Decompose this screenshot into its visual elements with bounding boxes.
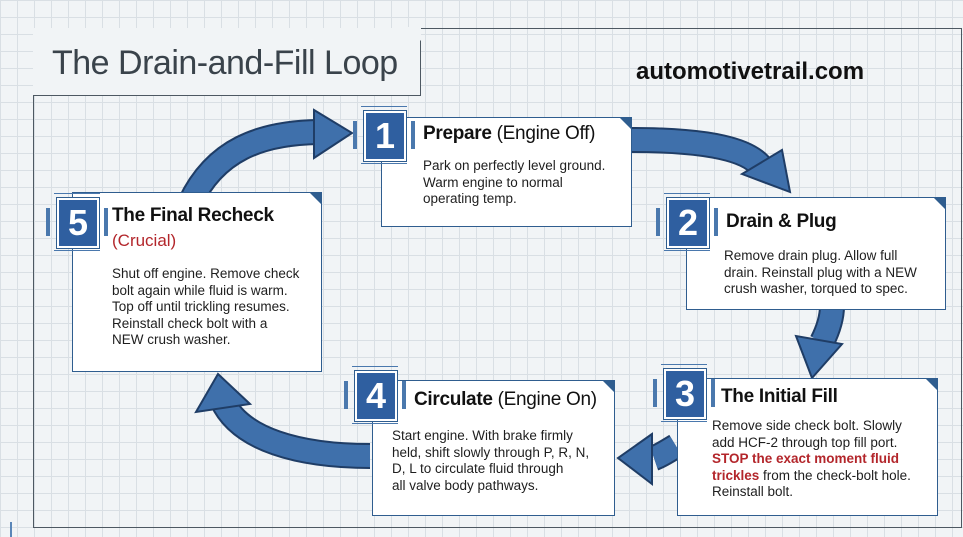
step-5-line: Shut off engine. Remove check: [112, 266, 300, 281]
step-2-line: Remove drain plug. Allow full: [724, 248, 898, 263]
step-2-line: drain. Reinstall plug with a NEW: [724, 264, 917, 280]
step-2-card: [686, 197, 946, 310]
step-5-title: The Final Recheck: [112, 205, 274, 227]
arrow-2-to-3: [794, 305, 845, 380]
step-1-bracket: [353, 106, 415, 164]
step-1-badge: 1: [363, 110, 407, 162]
step-1-line: Park on perfectly level ground.: [423, 158, 606, 173]
step-4-title-text: Circulate: [414, 389, 493, 410]
step-2-title-text: Drain & Plug: [726, 211, 837, 232]
step-4-line: Start engine. With brake firmly: [392, 428, 573, 443]
site-watermark: automotivetrail.com: [636, 58, 865, 85]
step-3-after-warning: from the check-bolt hole.: [759, 467, 911, 483]
step-4-card: [372, 380, 615, 516]
step-5-line: Reinstall check bolt with a: [112, 315, 268, 331]
step-1-subtitle: (Engine Off): [496, 123, 596, 144]
step-1-card: [381, 117, 632, 227]
step-3-tail: Reinstall bolt.: [712, 484, 794, 499]
step-5-body: Shut off engine. Remove check bolt again…: [112, 266, 299, 349]
arrow-3-to-4: [616, 432, 683, 487]
step-4-title: Circulate (Engine On): [414, 389, 597, 411]
step-3-warning: STOP the exact moment fluid: [712, 451, 900, 466]
step-5-line: bolt again while fluid is warm.: [112, 282, 288, 298]
arrow-1-to-2: [631, 127, 792, 194]
step-3-bracket: [653, 364, 715, 422]
step-5-bracket: [46, 193, 108, 251]
step-5-subtitle: (Crucial): [112, 231, 177, 250]
step-3-card: [677, 378, 938, 516]
arrow-4-to-5: [194, 372, 371, 469]
step-3-body: Remove side check bolt. Slowly add HCF-2…: [712, 418, 911, 501]
page-title: The Drain-and-Fill Loop: [52, 44, 398, 82]
step-4-line: all valve body pathways.: [392, 477, 539, 493]
step-4-body: Start engine. With brake firmly held, sh…: [392, 428, 589, 494]
step-4-subtitle: (Engine On): [497, 389, 597, 410]
title-tab: [33, 27, 421, 96]
step-2-line: crush washer, torqued to spec.: [724, 281, 908, 296]
step-2-badge: 2: [666, 197, 710, 249]
step-5-badge: 5: [56, 197, 100, 249]
step-5-line: NEW crush washer.: [112, 332, 231, 347]
step-3-warning-word: trickles: [712, 467, 760, 483]
step-3-badge: 3: [663, 368, 707, 420]
step-1-line: operating temp.: [423, 191, 517, 206]
step-4-line: held, shift slowly through P, R, N,: [392, 444, 590, 460]
step-4-bracket: [344, 366, 406, 424]
step-4-line: D, L to circulate fluid through: [392, 461, 564, 476]
step-1-line: Warm engine to normal: [423, 174, 563, 190]
step-3-warning-line: trickles from the check-bolt hole.: [712, 468, 911, 485]
step-2-bracket: [656, 193, 718, 251]
step-1-body: Park on perfectly level ground. Warm eng…: [423, 158, 605, 208]
step-1-title-text: Prepare: [423, 123, 492, 144]
step-3-title-text: The Initial Fill: [721, 386, 838, 407]
step-3-line: add HCF-2 through top fill port.: [712, 434, 898, 450]
diagram-frame: [33, 28, 962, 528]
arrow-5-to-1: [178, 108, 354, 209]
step-2-title: Drain & Plug: [726, 211, 837, 233]
step-4-badge: 4: [354, 370, 398, 422]
step-1-title: Prepare (Engine Off): [423, 123, 595, 145]
step-3-line: Remove side check bolt. Slowly: [712, 418, 902, 433]
step-5-title-text: The Final Recheck: [112, 205, 274, 226]
text-cursor-icon: [10, 522, 12, 537]
step-3-title: The Initial Fill: [721, 386, 838, 408]
step-5-line: Top off until trickling resumes.: [112, 299, 290, 314]
step-2-body: Remove drain plug. Allow full drain. Rei…: [724, 248, 917, 298]
step-5-card: [72, 192, 322, 372]
